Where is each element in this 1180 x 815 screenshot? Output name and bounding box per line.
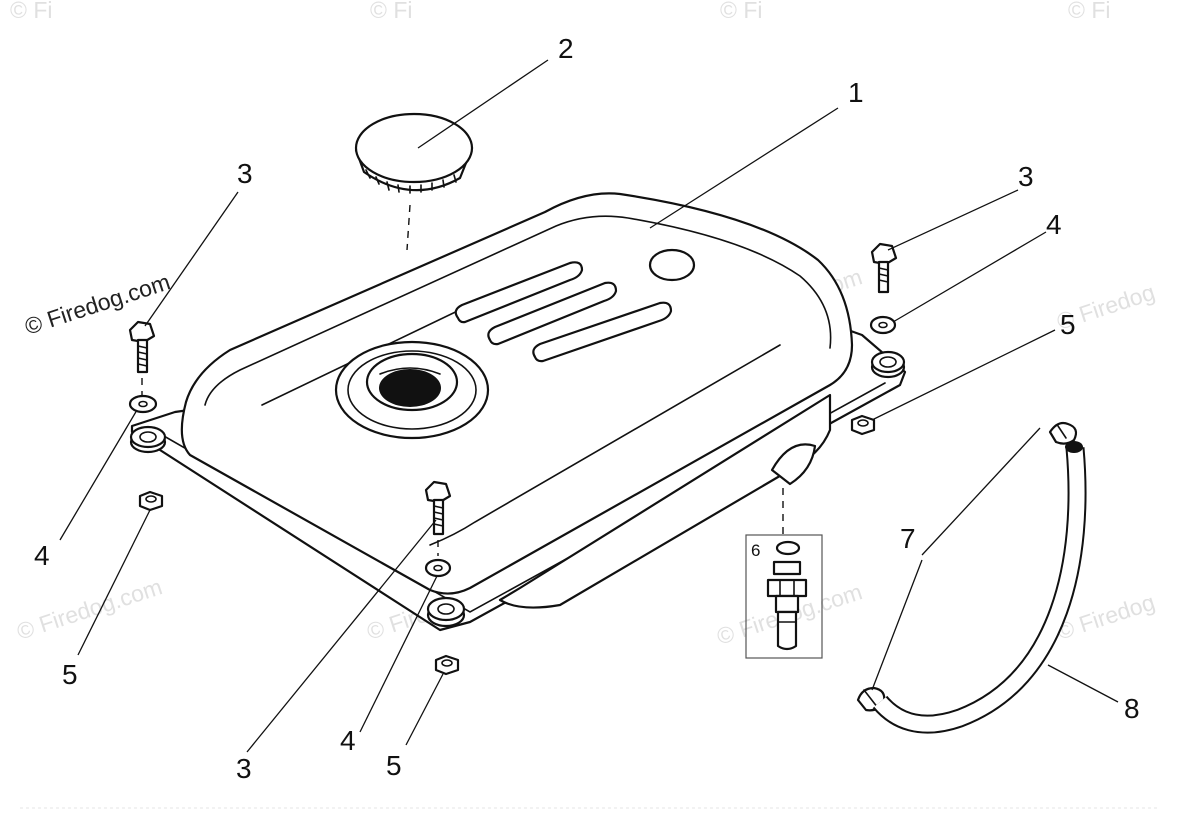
callout-3: 3 bbox=[236, 753, 252, 784]
valve-hex bbox=[766, 578, 808, 598]
grommet bbox=[870, 350, 906, 379]
callout-2: 2 bbox=[558, 33, 574, 64]
callout-labels: 1 2 3 3 3 4 4 4 5 5 5 6 7 8 bbox=[34, 33, 1140, 784]
fuel-cap bbox=[354, 112, 474, 251]
watermark-fragment: © Fi bbox=[720, 0, 763, 23]
filler-recess-inner bbox=[347, 350, 477, 430]
fuel-valve bbox=[745, 488, 823, 659]
watermark-fragment: © Fi bbox=[370, 0, 413, 23]
nut-left bbox=[138, 490, 164, 512]
grommet bbox=[426, 596, 466, 628]
callout-1: 1 bbox=[848, 77, 864, 108]
washer-left bbox=[128, 394, 158, 414]
fuel-gauge bbox=[648, 248, 696, 282]
bolt-left bbox=[128, 320, 156, 374]
tank-rib bbox=[532, 301, 673, 363]
callout-5: 5 bbox=[386, 750, 402, 781]
callout-3: 3 bbox=[1018, 161, 1034, 192]
cap-assembly-line bbox=[406, 204, 411, 251]
watermark: © Firedog.com bbox=[14, 573, 166, 644]
tank-rib bbox=[487, 281, 618, 346]
fuel-hose bbox=[872, 441, 1087, 734]
filler-opening bbox=[379, 369, 441, 407]
watermark-fragment: © Fi bbox=[10, 0, 53, 23]
watermark-fragment: © Fi bbox=[1068, 0, 1111, 23]
washer-front bbox=[424, 558, 452, 578]
callout-4: 4 bbox=[340, 725, 356, 756]
nut-front bbox=[434, 654, 460, 676]
tank-body bbox=[180, 192, 854, 595]
washer-right bbox=[869, 315, 897, 335]
callout-3: 3 bbox=[237, 158, 253, 189]
valve-body bbox=[774, 594, 800, 614]
callout-7: 7 bbox=[900, 523, 916, 554]
filler-neck-rim bbox=[379, 367, 441, 375]
callout-4: 4 bbox=[34, 540, 50, 571]
valve-o-ring bbox=[775, 540, 801, 556]
leader-lines bbox=[59, 59, 1119, 753]
tank-outlet-boss bbox=[770, 443, 817, 486]
valve-inset-box bbox=[745, 534, 823, 659]
hose-clamp bbox=[1048, 421, 1078, 445]
callout-5: 5 bbox=[1060, 309, 1076, 340]
bolt-right bbox=[870, 242, 898, 294]
tank-edge-line bbox=[429, 344, 781, 546]
callout-6: 6 bbox=[751, 541, 760, 560]
grommet bbox=[129, 425, 167, 454]
callout-4: 4 bbox=[1046, 209, 1062, 240]
hose-end bbox=[1065, 441, 1083, 453]
tank-rib bbox=[454, 261, 584, 324]
nut-right bbox=[850, 414, 876, 436]
callout-5: 5 bbox=[62, 659, 78, 690]
tank-top-contour bbox=[204, 215, 832, 406]
valve-top bbox=[772, 560, 802, 576]
fuel-tank bbox=[129, 192, 907, 632]
bolt-front bbox=[424, 480, 452, 536]
valve-nipple bbox=[776, 610, 798, 651]
callout-8: 8 bbox=[1124, 693, 1140, 724]
